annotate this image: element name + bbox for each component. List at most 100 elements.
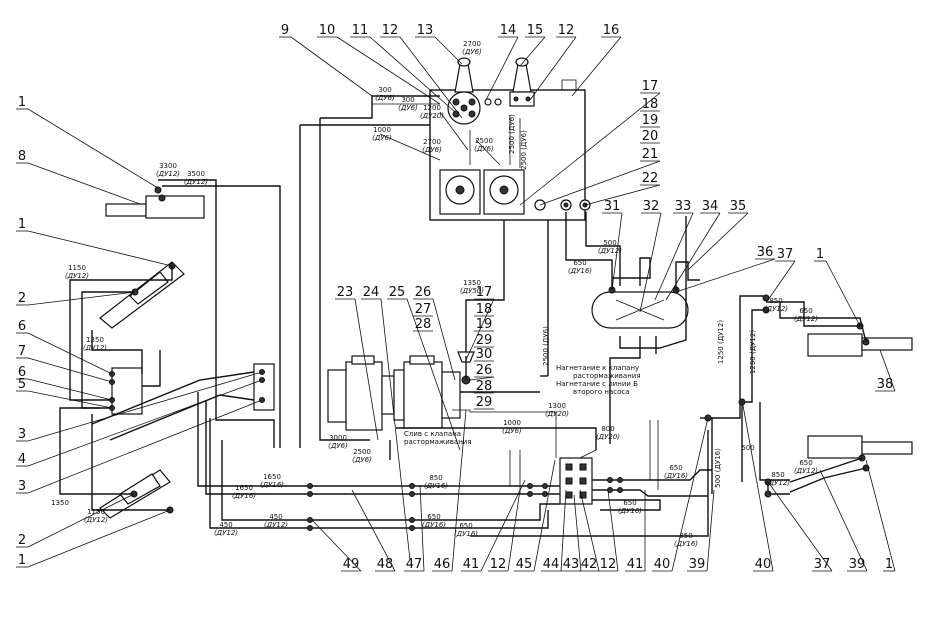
callout-leader <box>879 349 896 392</box>
dim-d-1350b: 1350(ДУ50) <box>460 279 484 295</box>
dim-length: 850 <box>679 532 692 540</box>
callout-leader <box>579 489 600 572</box>
dim-pipe-size: (ДУ12) <box>764 305 788 313</box>
callout-c-top-11: 11 <box>350 23 456 113</box>
callout-label: 25 <box>389 285 406 300</box>
dim-length: 450 <box>219 521 232 529</box>
dim-pipe-size: (ДУ6) <box>375 94 395 102</box>
callout-c-l-6a: 6 <box>16 319 113 375</box>
callout-leader <box>573 494 582 572</box>
dim-pipe-size: (ДУ12) <box>214 529 238 537</box>
callout-c-c-30: 30 <box>474 347 494 362</box>
dim-d-650b: 650(ДУ12) <box>794 307 818 323</box>
callout-c-l-3a: 3 <box>16 371 263 442</box>
dim-length: 1350 <box>86 336 104 344</box>
annotation-a-3: Нагнетание с линии Б <box>556 380 638 388</box>
callout-c-l-2a: 2 <box>16 291 136 306</box>
callout-c-m-31: 31 <box>602 199 623 291</box>
dim-length: 1000 <box>373 126 391 134</box>
callout-leader <box>369 36 456 113</box>
dim-length: 1350 <box>463 279 481 287</box>
callout-label: 6 <box>18 365 26 380</box>
dim-pipe-size: (ДУ12) <box>184 178 208 186</box>
callout-label: 28 <box>415 317 432 332</box>
callout-label: 15 <box>527 23 544 38</box>
callout-label: 40 <box>654 557 671 572</box>
callout-c-b-40b: 40 <box>741 399 774 572</box>
callout-leader <box>687 212 749 271</box>
callout-label: 22 <box>642 171 659 186</box>
callout-label: 45 <box>516 557 533 572</box>
callout-label: 35 <box>730 199 747 214</box>
left-cylinder-mid <box>69 261 185 409</box>
callout-c-b-45: 45 <box>514 459 556 572</box>
callout-label: 21 <box>642 147 659 162</box>
joystick-left <box>447 57 481 125</box>
callout-c-c-26b: 26 <box>469 363 495 381</box>
callout-leader <box>865 459 896 572</box>
dim-d-650g: 650(ДУ12) <box>794 459 818 475</box>
callout-c-m-36: 36 <box>675 245 776 293</box>
callout-label: 30 <box>476 347 493 362</box>
callout-label: 43 <box>563 557 580 572</box>
callout-leader <box>419 484 425 572</box>
callout-leader <box>519 92 661 206</box>
pump-right <box>483 169 525 215</box>
callout-c-top-9: 9 <box>279 23 373 97</box>
callout-c-r-19: 19 <box>640 113 660 128</box>
dim-pipe-size: (ДУ6) <box>502 427 522 435</box>
callout-leader <box>399 36 463 119</box>
dim-d-850c: 850(ДУ16) <box>674 532 698 548</box>
callout-c-c-26: 26 <box>413 285 456 381</box>
pipes-left-bottom <box>91 371 412 529</box>
callout-c-m-32: 32 <box>639 199 662 313</box>
dim-pipe-size: (ДУ20) <box>420 112 444 120</box>
callout-leader <box>406 298 461 451</box>
callout-leader <box>571 36 622 97</box>
callout-leader <box>654 212 694 301</box>
callout-label: 41 <box>627 557 644 572</box>
dim-pipe-size: (ДУ16) <box>674 540 698 548</box>
callout-c-r-38: 38 <box>875 349 896 392</box>
callout-c-r-17: 17 <box>519 79 661 206</box>
callout-leader <box>27 108 159 189</box>
callout-c-r-21: 21 <box>539 147 661 206</box>
callout-label: 16 <box>603 23 620 38</box>
dim-d-800: 800(ДУ20) <box>596 425 620 441</box>
callout-leader <box>27 371 263 442</box>
callout-c-b-39a: 39 <box>687 489 715 572</box>
callout-leader <box>432 298 456 381</box>
dim-length: 1200 <box>423 104 441 112</box>
dim-d-650d: 650(ДУ16) <box>618 499 642 515</box>
callout-label: 9 <box>281 23 289 38</box>
callout-c-l-3b: 3 <box>16 399 263 494</box>
dim-length: 300 <box>378 86 391 94</box>
callout-leader <box>311 519 362 572</box>
callout-c-l-6b: 6 <box>16 365 113 401</box>
dim-length: 2700 <box>463 40 481 48</box>
dim-length: 1000 <box>503 419 521 427</box>
callout-leader <box>560 489 567 572</box>
callout-leader <box>533 459 556 572</box>
dim-d-300a: 300(ДУ6) <box>375 86 395 102</box>
dim-pipe-size: (ДУ16) <box>618 507 642 515</box>
callout-c-r-1a: 1 <box>814 247 861 327</box>
dim-d-650f: 650(ДУ16) <box>454 522 478 538</box>
callout-leader <box>27 378 113 401</box>
vertical-dimension-layer: 2500 (ДУ6)2500 (ДУ6)2500 (ДУ6)1250 (ДУ12… <box>508 114 757 488</box>
dim-length: 2700 <box>423 138 441 146</box>
callout-label: 23 <box>337 285 354 300</box>
dim-d-500b: 500 <box>741 444 754 452</box>
callout-c-c-29a: 29 <box>474 333 494 348</box>
dim-length: 650 <box>799 307 812 315</box>
bottom-manifold <box>307 420 712 531</box>
dim-d-1200: 1200(ДУ20) <box>420 104 444 120</box>
dim-d-850b: 850(ДУ16) <box>424 474 448 490</box>
callout-c-l-8: 8 <box>16 149 141 205</box>
callout-leader <box>507 489 521 572</box>
callout-leader <box>465 298 495 361</box>
callout-leader <box>519 36 546 67</box>
dim-d-1150b: 1150(ДУ12) <box>84 508 108 524</box>
